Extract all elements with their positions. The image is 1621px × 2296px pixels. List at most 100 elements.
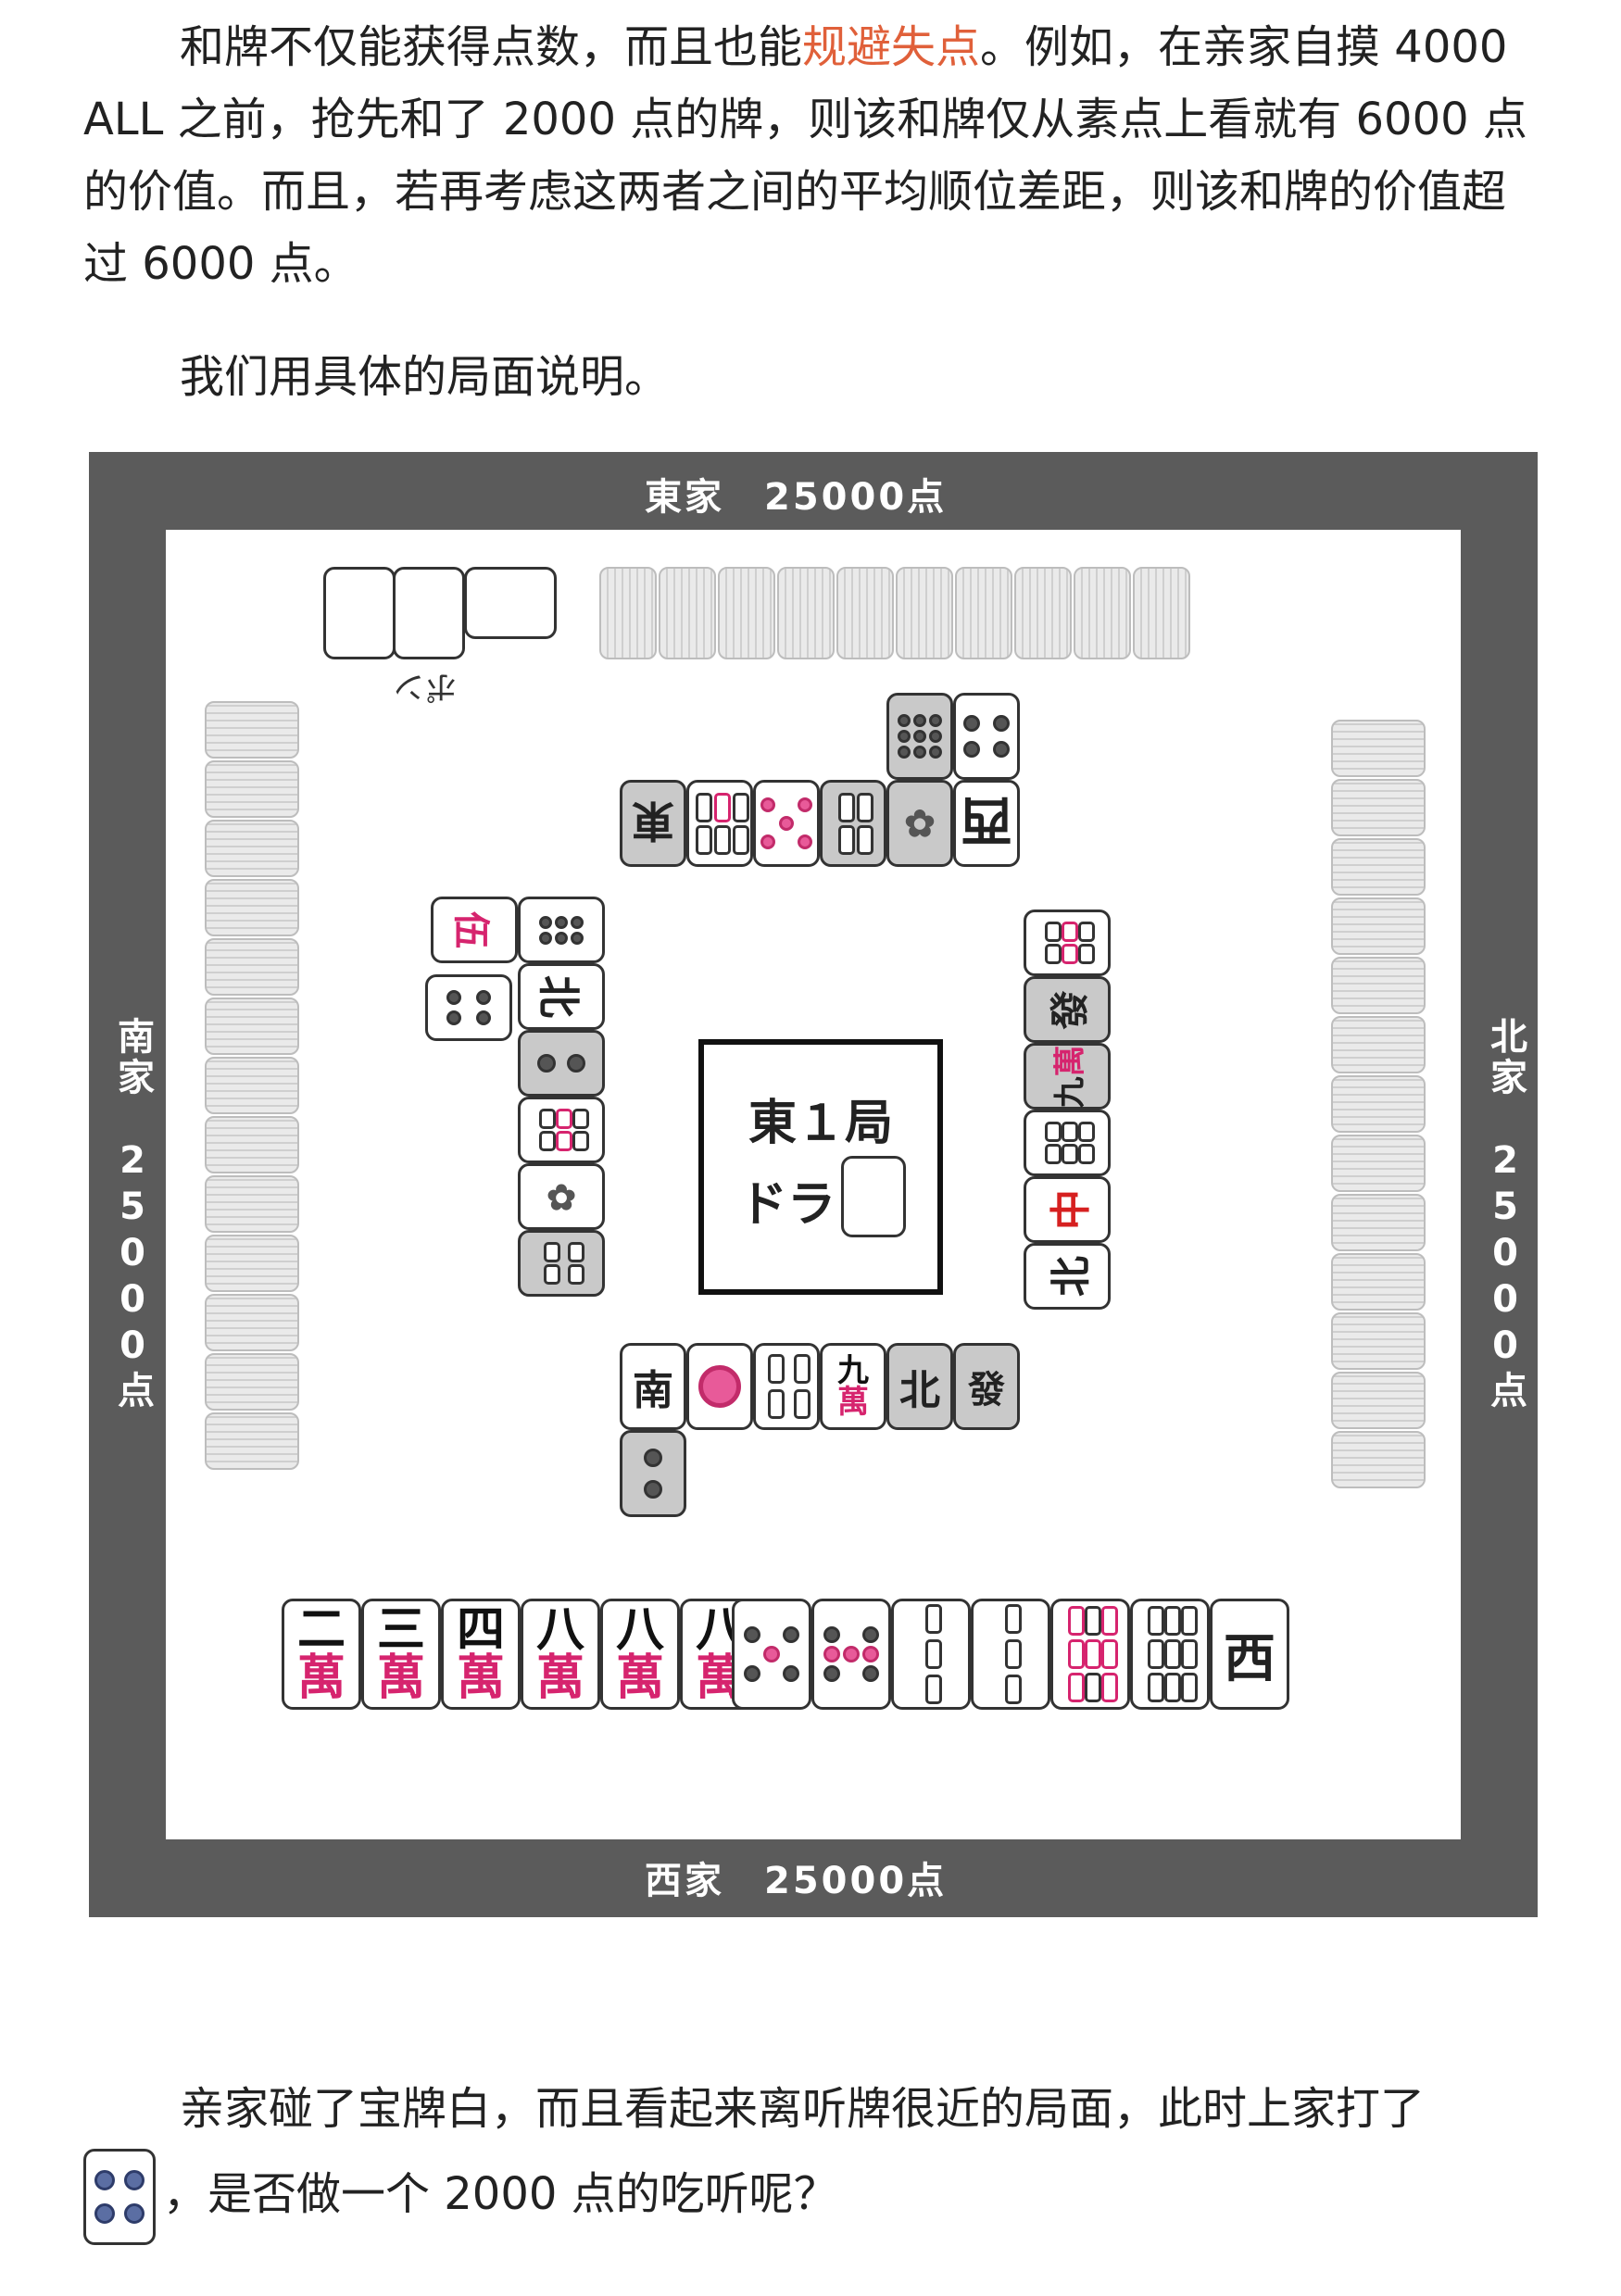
bamboo-pattern	[1045, 922, 1095, 964]
tile-back	[1331, 1075, 1426, 1133]
discard-tile-nine-wan: 九萬	[1024, 1043, 1111, 1110]
bamboo-pattern	[768, 1354, 810, 1419]
discard-tile-bamboo	[753, 1343, 820, 1430]
circle-pattern	[744, 1626, 799, 1682]
honor-glyph: 九萬	[1051, 1045, 1089, 1108]
mahjong-board: 東家 25000点 西家 25000点 南家 25000点 北家 25000点 …	[89, 452, 1538, 1917]
circle-pattern	[94, 2170, 145, 2224]
hand-tile-bamboo[interactable]	[971, 1599, 1050, 1710]
hand-tile-bamboo[interactable]	[1050, 1599, 1130, 1710]
circle-pattern	[537, 1054, 585, 1073]
hand-tile-circles[interactable]	[811, 1599, 891, 1710]
hand-tile-manzu[interactable]: 八萬	[521, 1599, 600, 1710]
honor-glyph: 北	[899, 1367, 940, 1414]
bird-icon: ✿	[904, 801, 936, 846]
discard-tile-circles	[953, 693, 1020, 780]
honor-glyph: 發	[1047, 989, 1093, 1030]
pon-tile-white-rotated	[464, 567, 557, 639]
question-text-b: ，是否做一个 2000 点的吃听呢？	[163, 2168, 838, 2220]
manzu-suit: 萬	[456, 1650, 505, 1706]
hand-tile-manzu[interactable]: 三萬	[361, 1599, 441, 1710]
tile-back	[1331, 1194, 1426, 1251]
manzu-number: 八	[615, 1601, 664, 1658]
discard-tile-bamboo	[518, 1097, 605, 1163]
tile-back	[205, 1175, 299, 1233]
discard-tile-red: 中	[1024, 1176, 1111, 1243]
circle-pattern	[446, 990, 491, 1025]
inline-four-circle-tile	[83, 2149, 156, 2245]
discard-tile-circles	[425, 974, 512, 1041]
wan-glyph: 九萬	[837, 1352, 869, 1421]
seat-west-label: 西家 25000点	[645, 1860, 948, 1902]
hand-tile-manzu[interactable]: 四萬	[441, 1599, 521, 1710]
tile-back	[1331, 957, 1426, 1014]
discard-tile-west: 西	[953, 780, 1020, 867]
manzu-number: 四	[456, 1601, 505, 1658]
discard-tile-north: 北	[1024, 1243, 1111, 1310]
tile-back	[1331, 1253, 1426, 1311]
dora-label: ドラ	[739, 1177, 836, 1233]
tile-back	[1331, 720, 1426, 777]
example-intro: 我们用具体的局面说明。	[180, 351, 670, 403]
hand-tile-manzu[interactable]: 八萬	[600, 1599, 680, 1710]
discard-tile-one-circle	[686, 1343, 753, 1430]
discard-tile-circles	[518, 897, 605, 963]
tile-back	[1331, 1016, 1426, 1073]
discard-tile-north: 北	[518, 963, 605, 1030]
hand-tile-manzu[interactable]: 二萬	[282, 1599, 361, 1710]
manzu-suit: 萬	[296, 1650, 346, 1706]
tile-back	[659, 567, 716, 659]
tile-back	[1331, 838, 1426, 896]
tile-back	[777, 567, 835, 659]
dora-tile-white	[841, 1156, 906, 1237]
round-label: 東１局	[748, 1096, 894, 1151]
discard-tile-circles	[753, 780, 820, 867]
table-felt: ポン 東１局 ドラ 東	[166, 530, 1461, 1839]
pon-label: ポン	[394, 668, 457, 705]
manzu-number: 二	[296, 1601, 346, 1658]
manzu-suit: 萬	[376, 1650, 425, 1706]
honor-glyph: 北	[534, 975, 584, 1018]
discard-tile-bird: ✿	[886, 780, 953, 867]
tile-back	[1331, 779, 1426, 836]
discard-tile-north: 北	[886, 1343, 953, 1430]
tile-back	[205, 1116, 299, 1173]
seat-south-label: 南家 25000点	[111, 1017, 154, 1411]
tile-back	[1014, 567, 1072, 659]
tile-back	[205, 1412, 299, 1470]
hand-tile-bamboo[interactable]	[1130, 1599, 1210, 1710]
bird-icon: ✿	[547, 1175, 576, 1218]
hand-tile-circles[interactable]	[732, 1599, 811, 1710]
intro-text-b: 。例如，在亲家自摸 4000 ALL 之前，抢先和了 2000 点的牌，则该和牌…	[83, 21, 1527, 290]
circle-pattern	[963, 715, 1010, 758]
circle-pattern	[823, 1626, 879, 1682]
dora-indicator-box: 東１局 ドラ	[698, 1039, 943, 1295]
manzu-suit: 萬	[615, 1650, 664, 1706]
tile-back	[205, 701, 299, 759]
tile-back	[205, 1057, 299, 1114]
manzu-suit: 萬	[535, 1650, 584, 1706]
discard-tile-five-wan: 伍	[431, 897, 518, 963]
tile-back	[955, 567, 1012, 659]
bamboo-pattern	[544, 1242, 584, 1285]
discard-tile-bamboo	[1024, 1110, 1111, 1176]
discard-tile-nine-wan: 九萬	[820, 1343, 886, 1430]
discard-tile-circles	[518, 1030, 605, 1097]
bamboo-pattern	[838, 792, 873, 855]
tile-back	[205, 1294, 299, 1351]
tile-back	[1331, 897, 1426, 955]
honor-glyph: 中	[1048, 1189, 1095, 1230]
tile-back	[205, 879, 299, 936]
discard-tile-circles	[886, 693, 953, 780]
tile-back	[1331, 1372, 1426, 1429]
honor-glyph: 西	[1224, 1627, 1275, 1689]
circle-pattern	[760, 797, 812, 849]
intro-text-a: 和牌不仅能获得点数，而且也能	[180, 21, 803, 73]
hand-tile-west[interactable]: 西	[1210, 1599, 1289, 1710]
discard-tile-green: 發	[1024, 976, 1111, 1043]
pon-tile-white	[393, 567, 465, 659]
hand-tile-bamboo[interactable]	[891, 1599, 971, 1710]
tile-back	[1133, 567, 1190, 659]
honor-glyph: 伍	[449, 911, 493, 948]
manzu-number: 八	[535, 1601, 584, 1658]
